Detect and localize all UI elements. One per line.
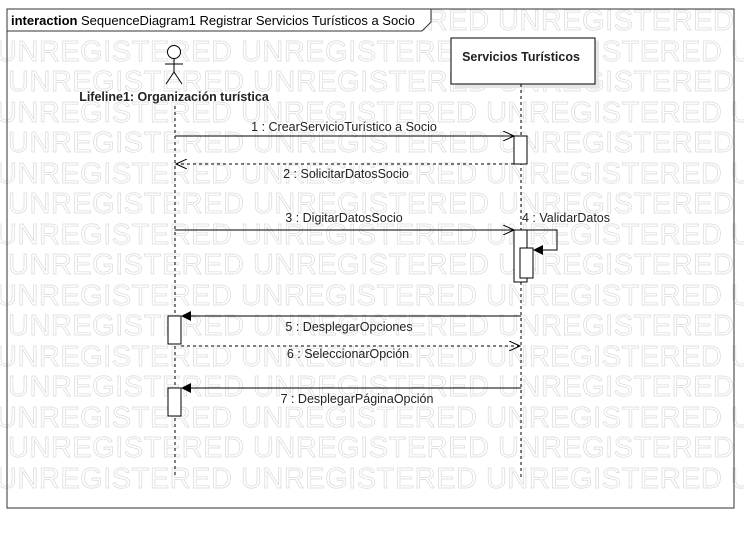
frame-tab: [6, 8, 432, 32]
message-3-label: 3 : DigitarDatosSocio: [285, 211, 402, 225]
message-2-label: 2 : SolicitarDatosSocio: [283, 167, 409, 181]
frame-title: SequenceDiagram1 Registrar Servicios Tur…: [81, 13, 415, 28]
interaction-frame: [6, 8, 735, 509]
system-lifeline-head[interactable]: [450, 37, 596, 85]
message-7-label: 7 : DesplegarPáginaOpción: [281, 392, 434, 406]
activation-actor-2: [167, 387, 182, 417]
message-6-label: 6 : SeleccionarOpción: [287, 347, 409, 361]
actor-lifeline-label: Lifeline1: Organización turística: [79, 90, 270, 104]
activation-actor-1: [167, 315, 182, 345]
activation-system-1: [513, 135, 528, 165]
message-5-label: 5 : DesplegarOpciones: [285, 320, 412, 334]
actor-icon[interactable]: [165, 45, 183, 85]
message-4-label: 4 : ValidarDatos: [522, 211, 610, 225]
frame-keyword: interaction: [11, 13, 78, 28]
activation-system-nested: [519, 247, 534, 279]
message-1-label: 1 : CrearServicioTurístico a Socio: [251, 120, 437, 134]
system-lifeline-label: Servicios Turísticos: [462, 50, 580, 64]
message-4-arrow: [527, 229, 558, 255]
